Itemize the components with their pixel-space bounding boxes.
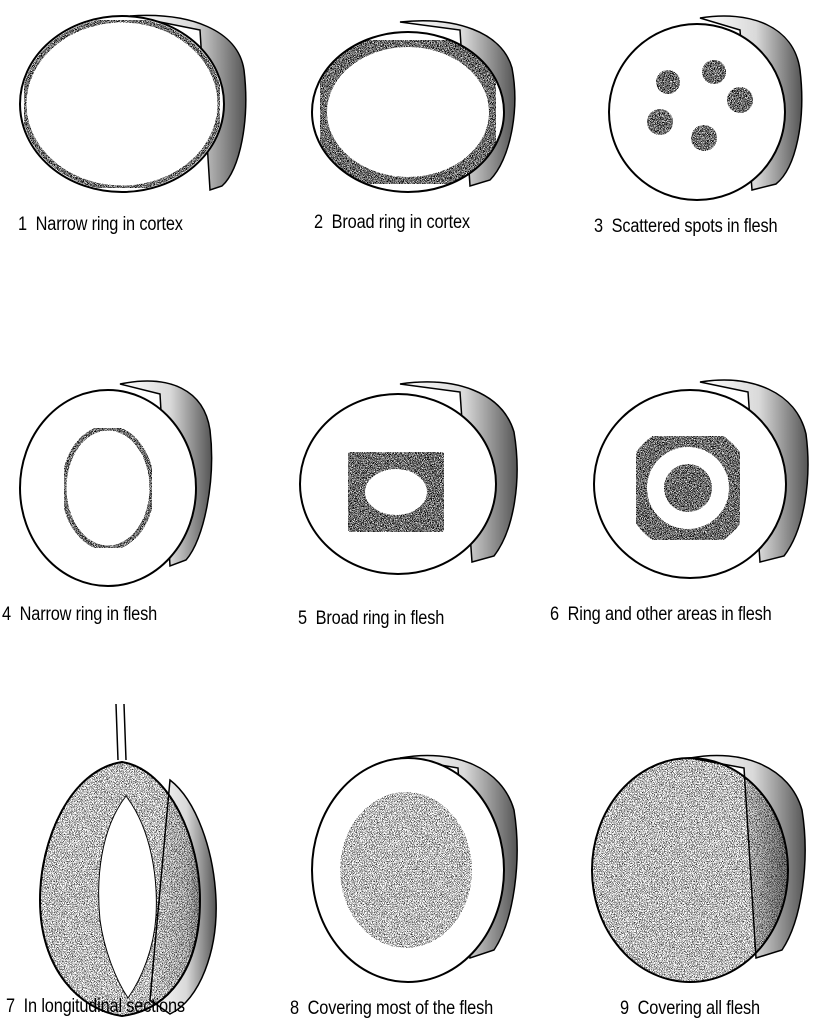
panel-8-number: 8 bbox=[290, 998, 299, 1019]
panel-7-stem bbox=[116, 704, 126, 760]
panel-4-illustration bbox=[20, 381, 212, 586]
panel-3-caption: 3 Scattered spots in flesh bbox=[594, 216, 777, 238]
panel-1-cut-face bbox=[20, 16, 224, 192]
panel-1-number: 1 bbox=[18, 214, 27, 235]
panel-2-illustration bbox=[312, 21, 515, 192]
panel-9-illustration bbox=[592, 755, 805, 982]
panel-9-label: Covering all flesh bbox=[638, 998, 760, 1019]
panel-7-number: 7 bbox=[6, 996, 15, 1017]
panel-3-illustration bbox=[609, 16, 802, 200]
panel-8-illustration bbox=[312, 755, 517, 982]
panel-4-label: Narrow ring in flesh bbox=[20, 604, 157, 625]
panel-5-label: Broad ring in flesh bbox=[316, 608, 444, 629]
panel-5-number: 5 bbox=[298, 608, 307, 629]
panel-9-cut-face-fill bbox=[592, 758, 788, 982]
panel-9-caption: 9 Covering all flesh bbox=[620, 998, 760, 1020]
panel-1-label: Narrow ring in cortex bbox=[36, 214, 183, 235]
panel-3-number: 3 bbox=[594, 216, 603, 237]
panel-3-cut-face bbox=[609, 24, 785, 200]
panel-4-cut-face bbox=[20, 390, 196, 586]
panel-4-caption: 4 Narrow ring in flesh bbox=[2, 604, 157, 626]
panel-9-number: 9 bbox=[620, 998, 629, 1019]
panel-8-affected-area bbox=[340, 792, 472, 948]
panel-2-cut-face bbox=[312, 32, 504, 192]
panel-4-number: 4 bbox=[2, 604, 11, 625]
panel-6-number: 6 bbox=[550, 604, 559, 625]
panel-6-illustration bbox=[594, 380, 808, 578]
panel-5-caption: 5 Broad ring in flesh bbox=[298, 608, 444, 630]
panel-3-label: Scattered spots in flesh bbox=[612, 216, 778, 237]
panel-7-illustration bbox=[40, 704, 216, 1016]
panel-6-core-area bbox=[664, 464, 712, 512]
panel-8-caption: 8 Covering most of the flesh bbox=[290, 998, 493, 1020]
panel-7-label: In longitudinal sections bbox=[24, 996, 185, 1017]
panel-2-caption: 2 Broad ring in cortex bbox=[314, 212, 470, 234]
panel-5-illustration bbox=[300, 382, 517, 574]
panel-2-label: Broad ring in cortex bbox=[332, 212, 470, 233]
panel-2-number: 2 bbox=[314, 212, 323, 233]
panel-1-illustration bbox=[20, 15, 246, 192]
panel-8-label: Covering most of the flesh bbox=[308, 998, 493, 1019]
panel-1-caption: 1 Narrow ring in cortex bbox=[18, 214, 183, 236]
panel-6-caption: 6 Ring and other areas in flesh bbox=[550, 604, 772, 626]
panel-6-label: Ring and other areas in flesh bbox=[568, 604, 772, 625]
panel-7-caption: 7 In longitudinal sections bbox=[6, 996, 185, 1018]
